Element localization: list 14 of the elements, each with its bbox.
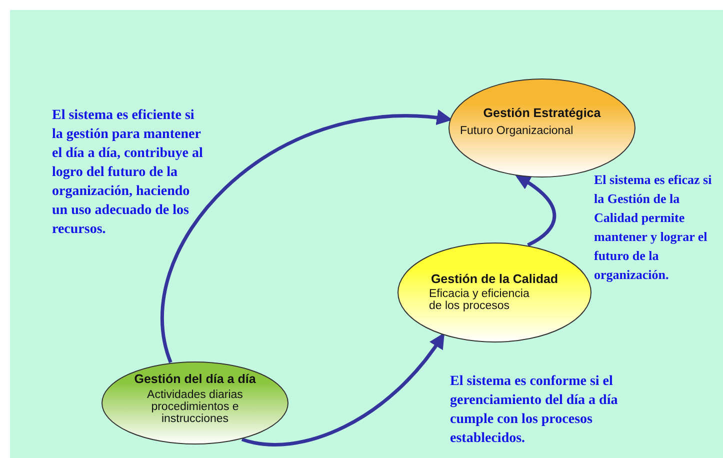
curved-arrow xyxy=(161,110,453,363)
node-description: Eficacia y eficiencia de los procesos xyxy=(429,288,530,312)
node-title: Gestión Estratégica xyxy=(482,106,602,120)
ellipse-node xyxy=(397,242,592,343)
node-description: Futuro Organizacional xyxy=(460,125,574,137)
curved-arrow xyxy=(514,174,556,247)
annotation-text: El sistema es conforme si el gerenciamiento del día a día cumple con los procesos establecidos. xyxy=(450,373,619,448)
annotation-text: El sistema es eficaz si la Gestión de la Calidad permite mantener y lograr el futuro de la organización. xyxy=(594,171,713,284)
node-title: Gestión de la Calidad xyxy=(430,272,560,286)
node-title: Gestión del día a día xyxy=(133,372,257,386)
curved-arrow xyxy=(242,332,445,446)
annotation-text: El sistema es eficiente si la gestión para mantener el día a día, contribuye al logro del futuro de la organización, haciendo un uso adecuado de los recursos. xyxy=(52,107,204,239)
ellipse-node xyxy=(101,361,289,445)
node-description: Actividades diarias procedimientos e instrucciones xyxy=(146,389,244,425)
